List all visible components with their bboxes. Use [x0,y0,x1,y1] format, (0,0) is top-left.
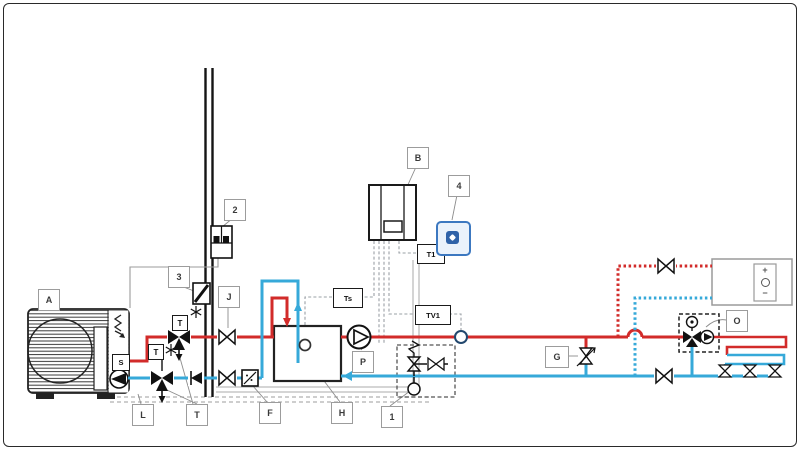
valve-head-return: T [148,344,164,360]
label-condensate: L [132,404,154,426]
shutoff-valve-manifold-return [654,367,674,385]
tank-sensor-box: Ts [333,288,363,308]
shutoff-valve-return [217,369,237,387]
flow-pipes [126,264,788,363]
loop-valves [717,364,783,378]
tv1-sensor-box: TV1 [415,305,451,325]
label-filter: F [259,402,281,424]
boiler-display [383,220,403,233]
relief-glyph-icon [113,314,125,338]
return-arrow-up [294,302,302,311]
fan-coil-minus: − [762,288,768,298]
check-valve [188,370,204,386]
flow-arrow [283,318,291,327]
label-thermostat: 4 [448,175,470,197]
safety-group [406,340,448,396]
heat-pump-unit [27,308,130,399]
label-bypass: G [545,346,569,368]
label-pump: P [352,351,374,373]
flow-sensor-box: S [112,354,130,371]
thermostat-icon [446,231,459,244]
label-meter: 2 [224,199,246,221]
return-arrow-left [343,371,352,381]
valve-head-flow: T [172,315,188,331]
room-thermostat-device [436,221,471,256]
fan-coil-plus: + [762,265,768,275]
magnetic-filter [241,369,259,387]
electric-meter-device [210,225,233,259]
label-mixing: O [726,310,748,332]
mixing-valve-group [683,315,715,347]
hp-foot [97,393,115,399]
fan-coil-knob-icon [761,278,770,287]
antifreeze-valve-return [150,358,174,403]
label-shutoff: J [218,286,240,308]
shutoff-valve-flow [217,328,237,346]
safety-group-box [396,344,456,398]
buffer-tank-body [272,324,343,383]
mixing-station-box [678,313,720,353]
fan-icon [27,318,93,384]
label-zone: 1 [381,406,403,428]
shutoff-valve-future-flow [656,257,676,275]
label-wall-duct: 3 [168,266,190,288]
antifreeze-valve-flow [167,329,191,361]
circulation-pump [346,324,372,350]
label-boiler: B [407,147,429,169]
fan-coil-unit [711,258,793,306]
wall-duct-device [192,282,211,305]
flow-sensor-well [454,330,468,344]
boiler-unit [368,184,417,241]
label-heat-pump: A [38,289,60,311]
hp-foot [36,393,54,399]
page-border [3,3,797,447]
label-antifreeze: T [186,404,208,426]
bypass-valve [576,347,596,367]
snowflake-icon [165,306,202,356]
tank-sensor-pocket [298,338,312,352]
label-tank: H [331,402,353,424]
